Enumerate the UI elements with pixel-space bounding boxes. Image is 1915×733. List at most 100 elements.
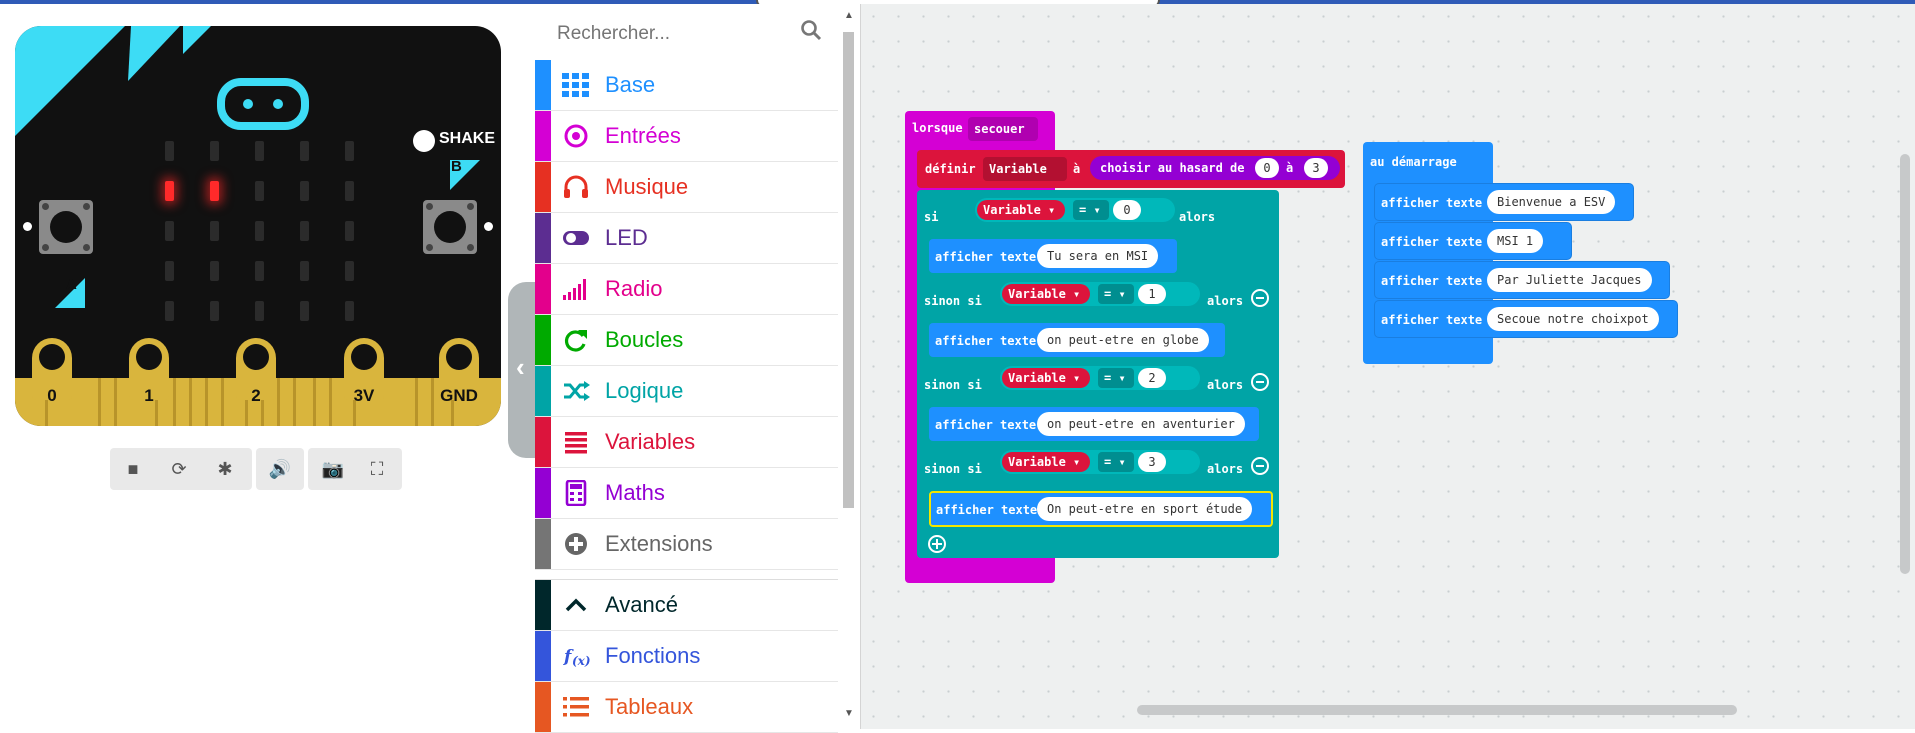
workspace-vertical-scrollbar[interactable] bbox=[1900, 154, 1910, 574]
led[interactable] bbox=[165, 221, 174, 241]
text-input[interactable]: Bienvenue a ESV bbox=[1487, 190, 1616, 214]
category-advanced[interactable]: Avancé bbox=[535, 580, 838, 631]
led[interactable] bbox=[210, 141, 219, 161]
variable-dropdown[interactable]: Variable ▾ bbox=[977, 200, 1065, 220]
if-else-block[interactable]: si Variable ▾ = ▾ 0 alors afficher texte… bbox=[917, 190, 1279, 558]
led[interactable] bbox=[300, 261, 309, 281]
led[interactable] bbox=[165, 301, 174, 321]
category-radio[interactable]: Radio bbox=[535, 264, 838, 315]
show-string-block[interactable]: afficher texte MSI 1 bbox=[1375, 223, 1571, 259]
variable-dropdown[interactable]: Variable ▾ bbox=[1002, 452, 1090, 472]
text-input[interactable]: Par Juliette Jacques bbox=[1487, 268, 1652, 292]
operator-dropdown[interactable]: = ▾ bbox=[1098, 452, 1134, 472]
show-string-block[interactable]: afficher texte on peut-etre en aventurie… bbox=[929, 407, 1259, 441]
led[interactable] bbox=[165, 141, 174, 161]
variable-dropdown[interactable]: Variable ▾ bbox=[1002, 284, 1090, 304]
led[interactable] bbox=[210, 301, 219, 321]
led[interactable] bbox=[300, 181, 309, 201]
variable-dropdown[interactable]: Variable ▾ bbox=[983, 157, 1067, 200]
remove-branch-icon[interactable] bbox=[1251, 457, 1269, 475]
pin-2[interactable] bbox=[236, 338, 276, 400]
led[interactable] bbox=[255, 301, 264, 321]
show-string-block[interactable]: afficher texte Par Juliette Jacques bbox=[1375, 262, 1669, 298]
stop-icon[interactable]: ■ bbox=[127, 459, 139, 479]
compare-value-input[interactable]: 2 bbox=[1138, 368, 1166, 388]
show-string-block[interactable]: afficher texte Secoue notre choixpot bbox=[1375, 301, 1677, 337]
remove-branch-icon[interactable] bbox=[1251, 373, 1269, 391]
remove-branch-icon[interactable] bbox=[1251, 289, 1269, 307]
category-loops[interactable]: Boucles bbox=[535, 315, 838, 366]
search-icon[interactable] bbox=[799, 18, 823, 42]
led-lit[interactable] bbox=[165, 181, 174, 201]
button-a[interactable] bbox=[39, 200, 93, 254]
touch-logo[interactable] bbox=[217, 78, 309, 130]
compare-block[interactable]: Variable ▾ = ▾ 3 bbox=[1000, 450, 1200, 474]
category-variables[interactable]: Variables bbox=[535, 417, 838, 468]
button-b[interactable] bbox=[423, 200, 477, 254]
random-block[interactable]: choisir au hasard de 0 à 3 bbox=[1090, 156, 1340, 180]
compare-value-input[interactable]: 3 bbox=[1138, 452, 1166, 472]
compare-value-input[interactable]: 1 bbox=[1138, 284, 1166, 304]
led[interactable] bbox=[255, 261, 264, 281]
debug-icon[interactable]: ✱ bbox=[217, 459, 233, 479]
text-input[interactable]: Tu sera en MSI bbox=[1037, 244, 1159, 268]
led[interactable] bbox=[300, 301, 309, 321]
pin-3v[interactable] bbox=[344, 338, 384, 400]
pin-0[interactable] bbox=[32, 338, 72, 400]
sound-icon[interactable]: 🔊 bbox=[268, 459, 292, 479]
led[interactable] bbox=[345, 141, 354, 161]
operator-dropdown[interactable]: = ▾ bbox=[1098, 284, 1134, 304]
led-lit[interactable] bbox=[210, 181, 219, 201]
random-max-input[interactable]: 3 bbox=[1304, 158, 1328, 178]
category-inputs[interactable]: Entrées bbox=[535, 111, 838, 162]
operator-dropdown[interactable]: = ▾ bbox=[1098, 368, 1134, 388]
pin-1[interactable] bbox=[129, 338, 169, 400]
category-led[interactable]: LED bbox=[535, 213, 838, 264]
fullscreen-icon[interactable]: ⛶ bbox=[370, 459, 384, 479]
text-input[interactable]: Secoue notre choixpot bbox=[1487, 307, 1659, 331]
search-input[interactable] bbox=[555, 18, 829, 50]
compare-block[interactable]: Variable ▾ = ▾ 2 bbox=[1000, 366, 1200, 390]
category-logic[interactable]: Logique bbox=[535, 366, 838, 417]
category-maths[interactable]: Maths bbox=[535, 468, 838, 519]
led[interactable] bbox=[210, 261, 219, 281]
led[interactable] bbox=[300, 221, 309, 241]
workspace-horizontal-scrollbar[interactable] bbox=[1137, 705, 1737, 715]
category-base[interactable]: Base bbox=[535, 60, 838, 111]
scroll-down-icon[interactable]: ▼ bbox=[844, 708, 854, 719]
compare-block[interactable]: Variable ▾ = ▾ 1 bbox=[1000, 282, 1200, 306]
pin-gnd[interactable] bbox=[439, 338, 479, 400]
variable-dropdown[interactable]: Variable ▾ bbox=[1002, 368, 1090, 388]
led[interactable] bbox=[165, 261, 174, 281]
random-min-input[interactable]: 0 bbox=[1255, 158, 1279, 178]
led[interactable] bbox=[255, 221, 264, 241]
microbit-board[interactable]: A B SHAKE 0 1 2 3V GND bbox=[15, 26, 501, 426]
text-input[interactable]: on peut-etre en aventurier bbox=[1037, 412, 1245, 436]
led[interactable] bbox=[345, 181, 354, 201]
category-extensions[interactable]: Extensions bbox=[535, 519, 838, 570]
led[interactable] bbox=[345, 261, 354, 281]
category-music[interactable]: Musique bbox=[535, 162, 838, 213]
led[interactable] bbox=[210, 221, 219, 241]
show-string-block[interactable]: afficher texte Bienvenue a ESV bbox=[1375, 184, 1633, 220]
gesture-dropdown[interactable]: secouer ▾ bbox=[968, 117, 1038, 160]
text-input[interactable]: on peut-etre en globe bbox=[1037, 328, 1209, 352]
set-variable-block[interactable]: définir Variable ▾ à choisir au hasard d… bbox=[917, 150, 1345, 200]
show-string-block-selected[interactable]: afficher texte On peut-etre en sport étu… bbox=[929, 491, 1273, 527]
led[interactable] bbox=[300, 141, 309, 161]
scroll-up-icon[interactable]: ▲ bbox=[844, 10, 854, 21]
code-workspace[interactable]: lorsque secouer ▾ définir Variable ▾ à c… bbox=[860, 4, 1915, 729]
led[interactable] bbox=[345, 301, 354, 321]
screenshot-icon[interactable]: 📷 bbox=[321, 459, 345, 479]
show-string-block[interactable]: afficher texte on peut-etre en globe bbox=[929, 323, 1225, 357]
operator-dropdown[interactable]: = ▾ bbox=[1073, 200, 1109, 220]
add-branch-icon[interactable] bbox=[927, 534, 947, 554]
shake-icon[interactable] bbox=[413, 130, 435, 152]
scrollbar-thumb[interactable] bbox=[843, 32, 854, 508]
text-input[interactable]: MSI 1 bbox=[1487, 229, 1544, 253]
led[interactable] bbox=[345, 221, 354, 241]
compare-value-input[interactable]: 0 bbox=[1113, 200, 1141, 220]
show-string-block[interactable]: afficher texte Tu sera en MSI bbox=[929, 239, 1177, 273]
led[interactable] bbox=[255, 181, 264, 201]
text-input[interactable]: On peut-etre en sport étude bbox=[1037, 497, 1253, 521]
